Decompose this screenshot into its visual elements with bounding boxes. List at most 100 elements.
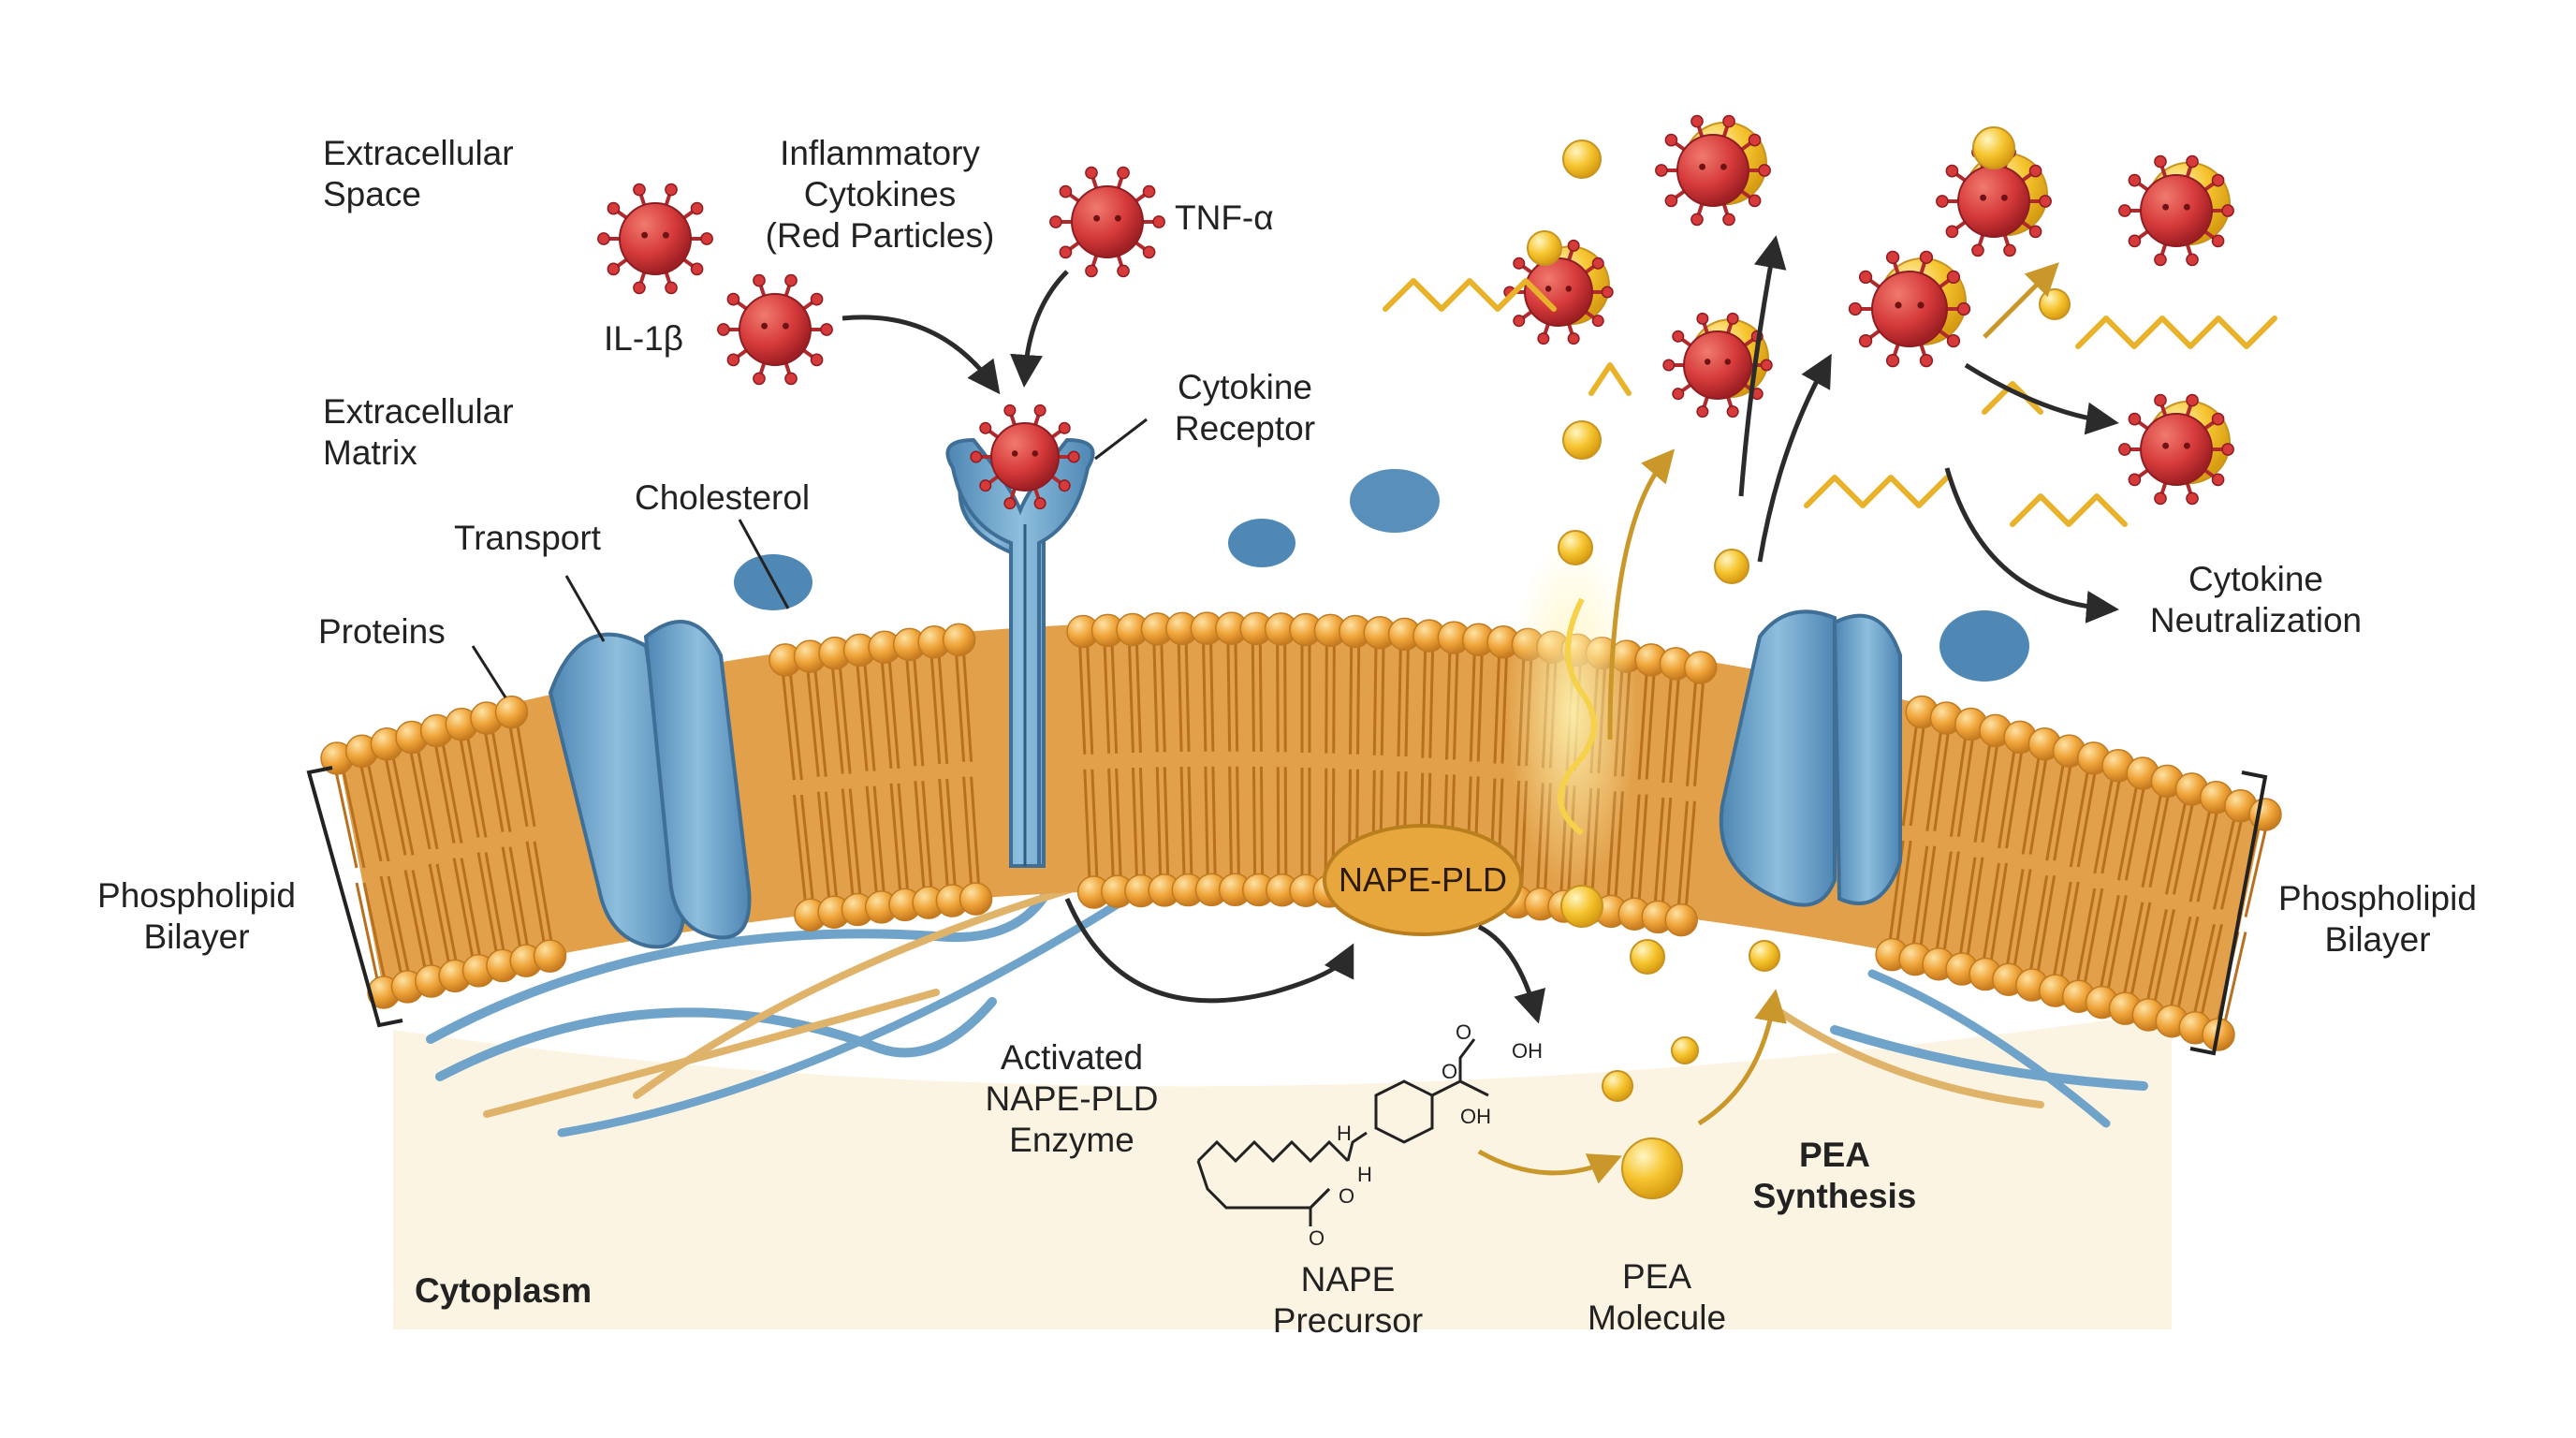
lipid-tail — [912, 644, 925, 767]
lipid-head — [533, 939, 567, 973]
label-cholesterol: Cholesterol — [635, 478, 811, 517]
lipid-tail — [1134, 629, 1142, 754]
lipid-tail — [2148, 781, 2173, 888]
lipid-tail — [1469, 639, 1477, 762]
lipid-tail — [2116, 772, 2141, 881]
lipid-tail — [841, 788, 856, 910]
lipid-tail — [2220, 932, 2247, 1035]
lipid-tail — [1077, 631, 1087, 755]
lipid-head — [959, 882, 993, 916]
lipid-tail — [406, 737, 432, 850]
lipid-tail — [961, 639, 973, 762]
pea-sphere — [1558, 530, 1593, 565]
lipid-tail — [439, 730, 463, 844]
lipid-tail — [1636, 794, 1648, 915]
lipid-tail — [2189, 923, 2216, 1029]
lipid-tail — [1372, 632, 1378, 756]
lipid-tail — [1660, 797, 1673, 917]
lipid-tail — [463, 724, 488, 838]
lipid-tail — [938, 778, 950, 902]
pea-sphere — [1562, 420, 1602, 460]
lipid-tail — [1131, 767, 1139, 891]
lipid-tail — [1179, 766, 1186, 890]
lipid-tail — [514, 712, 536, 828]
lipid-tail — [1380, 632, 1385, 756]
lipid-tail — [2021, 743, 2042, 855]
lipid-tail — [2196, 797, 2222, 902]
lipid-tail — [2076, 757, 2100, 868]
cytokine-particle — [1662, 312, 1773, 418]
lipid-tail — [879, 647, 893, 769]
lipid-tail — [862, 650, 876, 771]
lipid-tail — [2093, 765, 2116, 874]
lipid-tail — [428, 863, 453, 976]
lipid-tail — [2034, 874, 2056, 986]
lipid-tail — [1493, 641, 1501, 764]
lipid-tail — [2220, 805, 2247, 910]
arrow-chain-up — [1983, 262, 2059, 339]
lipid-tail — [2097, 895, 2120, 1003]
lipid-tail — [1155, 767, 1163, 890]
lipid-tail — [362, 882, 389, 993]
chem-o-top: O — [1456, 1020, 1471, 1044]
lipid-tail — [1909, 712, 1927, 827]
chem-o-ester: O — [1442, 1060, 1457, 1083]
lipid-tail — [1894, 840, 1912, 955]
lipid-tail — [1259, 766, 1265, 890]
lipid-tail — [533, 841, 556, 957]
lipid-head — [1683, 651, 1718, 684]
pea-molecules — [1527, 126, 2071, 1199]
lipid-tail — [2050, 881, 2072, 991]
lipid-tail — [489, 717, 512, 832]
pea-sphere — [1621, 1137, 1683, 1199]
lipid-tail — [2073, 888, 2097, 997]
lipid-tail — [1234, 628, 1239, 752]
lipid-tail — [2141, 781, 2165, 888]
pea-chains — [1383, 278, 2277, 527]
lipid-tail — [2124, 772, 2148, 881]
lipid-tail — [2100, 765, 2124, 874]
lipid-tail — [2119, 902, 2144, 1009]
cytokine-particle — [2118, 393, 2234, 506]
cytokine-particle — [1655, 114, 1771, 227]
lipid-tail — [837, 653, 852, 774]
lipid-tail — [1981, 730, 2001, 843]
lipid-tail — [1107, 768, 1116, 892]
lipid-tail — [1090, 769, 1100, 893]
pea-sphere — [1560, 885, 1603, 928]
pea-sphere — [2039, 288, 2071, 320]
lipid-tail — [1332, 630, 1336, 754]
lipid-tail — [1998, 737, 2018, 849]
lipid-tail — [1500, 641, 1509, 764]
cytokine-particle — [970, 404, 1080, 510]
lipid-tail — [886, 647, 900, 769]
lipid-tail — [1251, 628, 1255, 752]
lipid-tail — [381, 743, 407, 856]
lipid-tail — [1085, 631, 1094, 755]
lipid-tail — [962, 776, 974, 900]
lipid-tail — [2045, 750, 2068, 861]
lipid-tail — [1685, 667, 1699, 786]
lipid-tail — [1184, 628, 1191, 753]
lipid-tail — [1973, 730, 1994, 843]
lipid-tail — [1236, 766, 1241, 890]
lipid-tail — [2197, 923, 2223, 1029]
lipid-tail — [2003, 869, 2025, 980]
lipid-tail — [1404, 634, 1411, 757]
lipid-tail — [914, 781, 927, 903]
arrow-enzyme-to-precursor — [1477, 924, 1546, 1024]
lipid-tail — [1115, 768, 1123, 892]
lipid-tail — [2172, 788, 2197, 895]
pea-sphere — [1714, 549, 1749, 584]
lipid-tail — [1901, 712, 1920, 827]
lipid-tail — [872, 785, 887, 907]
lipid-tail — [936, 641, 949, 764]
nape-structure: OH OH O H H O O O — [1196, 1020, 1543, 1250]
lipid-tail — [414, 737, 439, 850]
lipid-tail — [1629, 794, 1641, 915]
lipid-tail — [1444, 638, 1452, 760]
lipid-tail — [855, 650, 869, 771]
